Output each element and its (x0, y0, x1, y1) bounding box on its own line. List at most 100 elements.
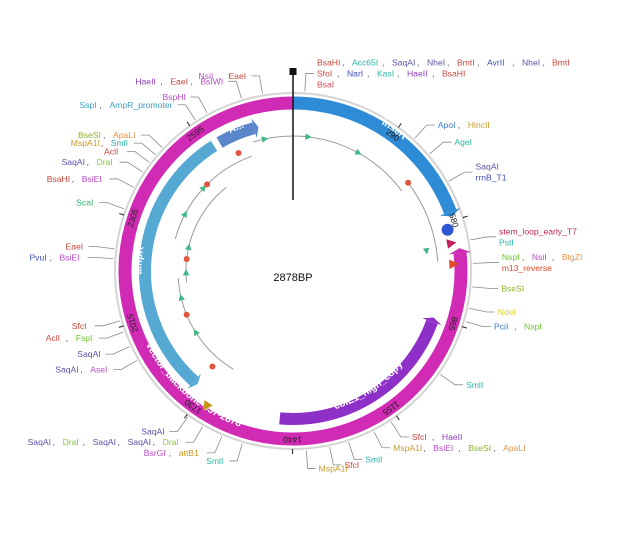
site-labels: BsaHI,Acc65I,SaqAI,NheI,BmtI,AvrII,NheI,… (28, 57, 583, 473)
site-label[interactable]: SspI (79, 100, 96, 110)
site-label[interactable]: EaeI (170, 76, 188, 86)
feature-insert[interactable] (292, 96, 457, 214)
site-label[interactable]: stem_loop_early_T7 (499, 226, 577, 236)
site-label[interactable]: SaqAI (93, 437, 116, 447)
tick-mark (461, 326, 468, 329)
feature-ampr[interactable] (139, 140, 218, 386)
site-label[interactable]: SmlI (111, 138, 128, 148)
site-label-separator: , (190, 76, 192, 86)
site-label[interactable]: SfoI (317, 68, 332, 78)
site-label[interactable]: AclI (104, 147, 118, 157)
feature-arcs: insertcolE1_high_copyvector_backbone-657… (118, 96, 472, 446)
site-label[interactable]: NdeI (498, 307, 516, 317)
site-label-separator: , (337, 68, 339, 78)
site-label[interactable]: MspA1I (319, 463, 348, 473)
site-label[interactable]: BsaHI (317, 57, 340, 67)
site-label[interactable]: ApoI (438, 120, 456, 130)
feature-a-[interactable] (216, 122, 256, 148)
site-leader-line (88, 246, 115, 250)
site-label[interactable]: rrnB_T1 (476, 173, 507, 183)
site-dot-5 (209, 363, 216, 370)
feature-vector-backbone-657-2878[interactable] (118, 96, 468, 446)
site-label[interactable]: BseSI (78, 130, 101, 140)
site-label[interactable]: SaqAI (55, 365, 78, 375)
site-label[interactable]: SmlI (206, 456, 223, 466)
site-label[interactable]: NheI (427, 57, 445, 67)
site-label[interactable]: PstI (499, 237, 514, 247)
site-label[interactable]: BsaI (317, 79, 334, 89)
tick-mark (396, 415, 400, 421)
site-label[interactable]: BsaHI (442, 68, 465, 78)
site-label[interactable]: SfcI (412, 432, 427, 442)
site-label[interactable]: BsiEI (82, 174, 102, 184)
site-label[interactable]: BsiEI (59, 252, 79, 262)
site-label[interactable]: m13_reverse (502, 263, 552, 273)
site-leader-line (472, 262, 499, 264)
site-label[interactable]: Acc65I (352, 57, 378, 67)
site-label[interactable]: MspA1I (71, 138, 100, 148)
site-leader-line (429, 141, 452, 155)
site-label[interactable]: BsaHI (47, 174, 70, 184)
site-label[interactable]: SmlI (365, 454, 382, 464)
site-label[interactable]: SfcI (344, 460, 359, 470)
site-label[interactable]: AgeI (454, 137, 472, 147)
site-label[interactable]: BseSI (468, 443, 491, 453)
site-label[interactable]: ApaLI (503, 443, 525, 453)
feature-arrowhead (187, 373, 201, 389)
site-label[interactable]: EaeI (228, 71, 246, 81)
site-label[interactable]: HaeII (442, 432, 463, 442)
site-label[interactable]: FspI (76, 333, 93, 343)
site-label[interactable]: HaeII (407, 68, 428, 78)
site-label[interactable]: NsiI (532, 252, 547, 262)
site-label[interactable]: BsiEI (433, 443, 453, 453)
site-label[interactable]: HaeII (135, 76, 156, 86)
site-label[interactable]: ApaLI (113, 130, 135, 140)
site-label[interactable]: SaqAI (28, 437, 51, 447)
site-label[interactable]: SaqAI (62, 157, 85, 167)
site-label[interactable]: SfcI (72, 321, 87, 331)
site-label[interactable]: NsiI (198, 71, 213, 81)
site-label[interactable]: BspHI (162, 92, 185, 102)
site-leader-line (229, 443, 243, 462)
site-label[interactable]: EaeI (66, 242, 84, 252)
site-label[interactable]: DraI (163, 437, 179, 447)
site-label[interactable]: BmtI (457, 57, 475, 67)
site-label[interactable]: NheI (522, 57, 540, 67)
site-label[interactable]: NspI (524, 322, 542, 332)
site-label[interactable]: DraI (63, 437, 79, 447)
site-label[interactable]: AclI (46, 333, 60, 343)
site-label[interactable]: SaqAI (476, 162, 499, 172)
site-label[interactable]: SaqAI (128, 437, 151, 447)
site-label[interactable]: PvuI (29, 252, 46, 262)
site-label[interactable]: attB1 (179, 448, 199, 458)
site-label[interactable]: PciI (494, 322, 508, 332)
site-label[interactable]: MspA1I (393, 443, 422, 453)
site-leader-line (109, 178, 134, 188)
site-label[interactable]: SaqAI (392, 57, 415, 67)
site-label[interactable]: SaqAI (141, 427, 164, 437)
site-label[interactable]: BtgZI (562, 252, 583, 262)
feature-cole1-high-copy[interactable] (279, 319, 438, 425)
site-label[interactable]: ScaI (76, 198, 93, 208)
site-leader-line (390, 421, 409, 438)
site-label[interactable]: BseSI (501, 283, 524, 293)
site-label[interactable]: AseI (90, 365, 107, 375)
site-label[interactable]: NspI (502, 252, 520, 262)
site-label[interactable]: BsIWI (200, 76, 223, 86)
site-label[interactable]: DraI (97, 157, 113, 167)
site-label[interactable]: AvrII (487, 57, 505, 67)
site-label[interactable]: SmlI (466, 380, 483, 390)
site-label[interactable]: BsrGI (144, 448, 166, 458)
site-label[interactable]: SaqAI (77, 349, 100, 359)
site-label-separator: , (99, 100, 101, 110)
inner-track-3 (177, 278, 234, 370)
site-label-separator: , (432, 432, 434, 442)
site-label[interactable]: AmpR_promoter (109, 100, 172, 110)
site-label-separator: , (101, 138, 103, 148)
site-leader-line (465, 321, 492, 328)
feature-arrowhead (449, 248, 472, 255)
site-label[interactable]: HincII (468, 120, 490, 130)
site-label[interactable]: NarI (347, 68, 363, 78)
site-label[interactable]: BmtI (552, 57, 570, 67)
site-label[interactable]: KasI (377, 68, 394, 78)
